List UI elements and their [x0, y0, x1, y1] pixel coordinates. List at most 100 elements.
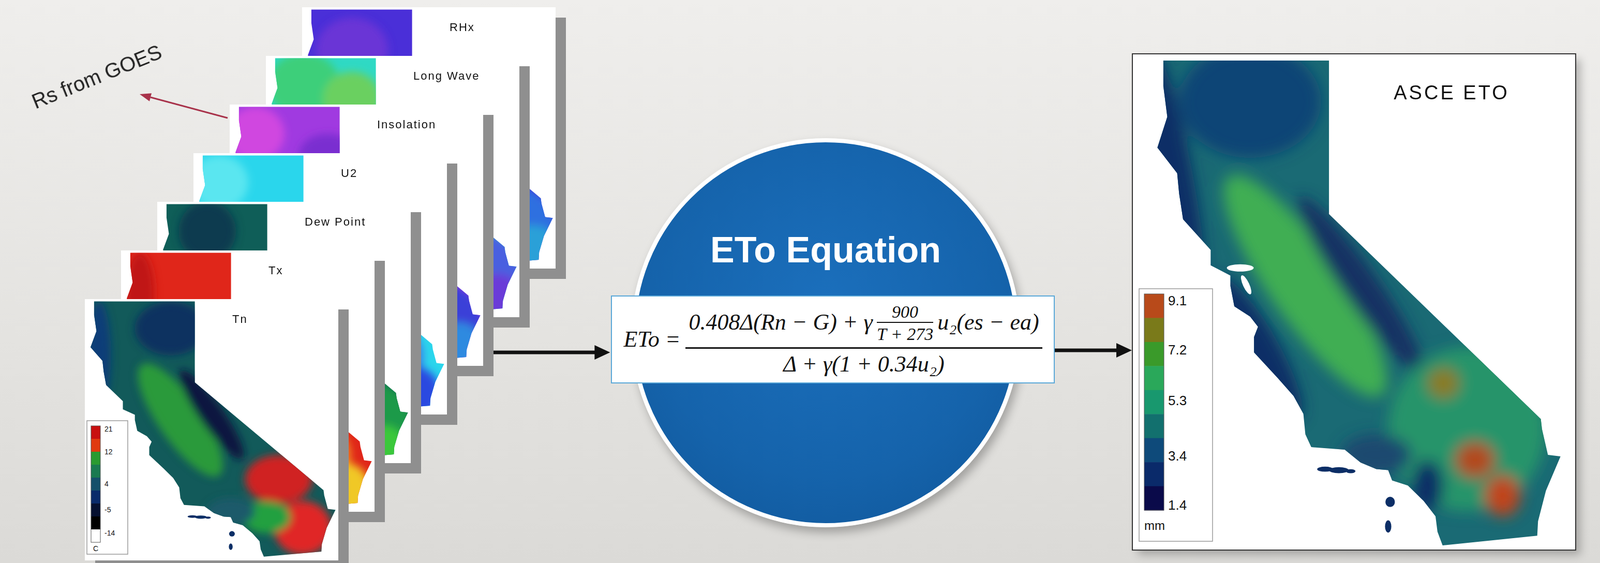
layer-label: Tn	[232, 312, 248, 326]
numerator: 0.408Δ(Rn − G) + γ900T + 273u₂(es − ea)	[685, 301, 1042, 348]
legend-tick: C	[93, 544, 99, 553]
layer-label: Long Wave	[413, 69, 480, 83]
colorbar-segment	[1144, 438, 1164, 463]
circle-title: ETo Equation	[635, 228, 1016, 272]
colorbar-segment	[1144, 413, 1164, 439]
legend-tick-wrap: 4	[104, 479, 109, 489]
colorbar-outline	[91, 425, 101, 543]
legend-tick-wrap: 5.3	[1168, 392, 1187, 409]
legend-tick-wrap: -14	[104, 528, 115, 538]
leader-line	[150, 97, 228, 118]
legend-tick-wrap: 7.2	[1168, 341, 1187, 358]
colorbar-outline	[1144, 293, 1164, 511]
map-region	[1455, 441, 1495, 478]
legend-tick: 12	[104, 447, 113, 456]
colorbar-segment	[1144, 341, 1164, 367]
colorbar-segment	[91, 516, 101, 530]
island	[1384, 520, 1392, 533]
colorbar-segment	[91, 490, 101, 504]
legend-tick: 1.4	[1168, 497, 1187, 513]
colorbar-segment	[1144, 390, 1164, 415]
legend-tick-wrap: C	[93, 544, 99, 553]
colorbar-frame	[86, 420, 128, 555]
layer-label: Tx	[268, 263, 283, 278]
legend-tick: 9.1	[1168, 292, 1187, 309]
map-base	[84, 298, 339, 561]
island	[228, 543, 233, 550]
leader-arrowhead	[139, 93, 152, 101]
island	[1385, 496, 1395, 507]
legend-tick-wrap: 12	[104, 447, 113, 457]
map-region	[1284, 187, 1438, 384]
layer-label: Dew Point	[304, 215, 366, 229]
map-region	[1388, 347, 1547, 512]
map-region	[1178, 54, 1322, 158]
flow-arrow	[483, 345, 610, 360]
legend-tick-wrap: 3.4	[1168, 447, 1187, 465]
island	[204, 516, 211, 519]
callout-wrap: Rs from GOES	[27, 39, 166, 114]
bay-water	[1238, 274, 1254, 296]
colorbar-segment	[91, 529, 101, 543]
arrow-shaft	[483, 350, 597, 355]
map-region	[86, 301, 111, 410]
equation-box: ETo =0.408Δ(Rn − G) + γ900T + 273u₂(es −…	[610, 295, 1055, 384]
arrow-shaft	[1054, 348, 1119, 353]
colorbar-segment	[1144, 461, 1164, 487]
legend-tick-wrap: 21	[104, 424, 113, 434]
colorbar-segment	[91, 464, 101, 478]
legend-tick: 21	[104, 424, 113, 433]
california-map	[1132, 54, 1576, 550]
map-region	[170, 363, 252, 466]
map-regions	[86, 301, 332, 556]
legend-tick: mm	[1144, 518, 1165, 533]
legend-tick-wrap: -5	[104, 505, 111, 515]
legend-tick: 3.4	[1168, 447, 1187, 464]
bay-water	[1227, 264, 1254, 272]
map-region	[206, 498, 256, 526]
california-map	[84, 298, 339, 561]
legend-tick: -14	[104, 528, 115, 537]
layer-label: RHx	[449, 20, 475, 35]
colorbar-frame	[1139, 288, 1213, 542]
equation-term: 0.408Δ(Rn − G) + γ	[688, 309, 873, 336]
colorbar-segment	[91, 503, 101, 517]
equation-term: T + 273	[876, 321, 934, 345]
legend-tick: 7.2	[1168, 341, 1187, 358]
equation-term: u₂(es − ea)	[937, 309, 1039, 336]
map-fill	[84, 298, 339, 561]
equation-term: ETo =	[623, 326, 681, 353]
equation-term: 900	[891, 301, 919, 322]
legend-tick: -5	[104, 505, 111, 514]
island	[1346, 469, 1356, 474]
arrow-head	[1116, 342, 1132, 358]
colorbar-segment	[91, 438, 101, 453]
fraction: 0.408Δ(Rn − G) + γ900T + 273u₂(es − ea)Δ…	[685, 301, 1042, 378]
map-title: ASCE ETO	[1393, 81, 1509, 106]
arrow-head	[594, 345, 610, 360]
map-region	[245, 454, 313, 504]
denominator: Δ + γ(1 + 0.34u₂)	[685, 347, 1042, 378]
map-layer-card: Tn	[84, 298, 339, 561]
legend-tick-wrap: 1.4	[1168, 497, 1187, 514]
island	[1328, 467, 1349, 474]
colorbar-segment	[1144, 293, 1164, 319]
small-fraction: 900T + 273	[876, 301, 934, 345]
map-region	[135, 301, 207, 356]
equation-term: Δ + γ(1 + 0.34u₂)	[783, 351, 945, 377]
colorbar-segment	[1144, 365, 1164, 391]
colorbar-segment	[91, 451, 101, 466]
legend-tick: 5.3	[1168, 392, 1187, 409]
colorbar-segment	[91, 425, 101, 440]
map-region	[1340, 434, 1412, 475]
result-map-panel: ASCE ETO	[1132, 54, 1576, 550]
callout-label: Rs from GOES	[28, 40, 166, 114]
colorbar-segment	[1144, 486, 1164, 511]
map-region	[1411, 459, 1444, 512]
map-fill	[1132, 54, 1576, 550]
legend-tick: 4	[104, 479, 109, 488]
map-region	[1427, 367, 1460, 399]
legend-tick-wrap: mm	[1144, 518, 1165, 534]
map-region	[1484, 475, 1521, 517]
island	[195, 515, 207, 519]
